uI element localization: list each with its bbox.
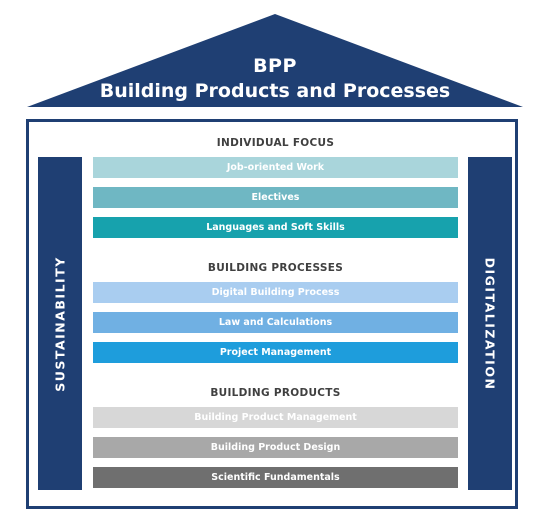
bar-building-product-management: Building Product Management	[93, 407, 458, 428]
bar-job-oriented-work: Job-oriented Work	[93, 157, 458, 178]
bar-digital-building-process: Digital Building Process	[93, 282, 458, 303]
pillar-right-label: DIGITALIZATION	[482, 257, 498, 390]
pillar-left: SUSTAINABILITY	[38, 157, 82, 490]
house-frame	[26, 119, 518, 509]
section-title-individual-focus: INDIVIDUAL FOCUS	[216, 137, 335, 149]
bar-law-calculations: Law and Calculations	[93, 312, 458, 333]
bar-electives: Electives	[93, 187, 458, 208]
bar-languages-soft-skills: Languages and Soft Skills	[93, 217, 458, 238]
bar-project-management: Project Management	[93, 342, 458, 363]
roof	[27, 14, 523, 107]
section-title-building-processes: BUILDING PROCESSES	[207, 262, 344, 274]
roof-title: Building Products and Processes	[99, 80, 451, 102]
pillar-right: DIGITALIZATION	[468, 157, 512, 490]
bar-scientific-fundamentals: Scientific Fundamentals	[93, 467, 458, 488]
pillar-left-label: SUSTAINABILITY	[52, 255, 68, 392]
roof-shape	[27, 14, 523, 107]
roof-acronym: BPP	[253, 55, 297, 77]
bar-building-product-design: Building Product Design	[93, 437, 458, 458]
section-title-building-products: BUILDING PRODUCTS	[210, 387, 341, 399]
